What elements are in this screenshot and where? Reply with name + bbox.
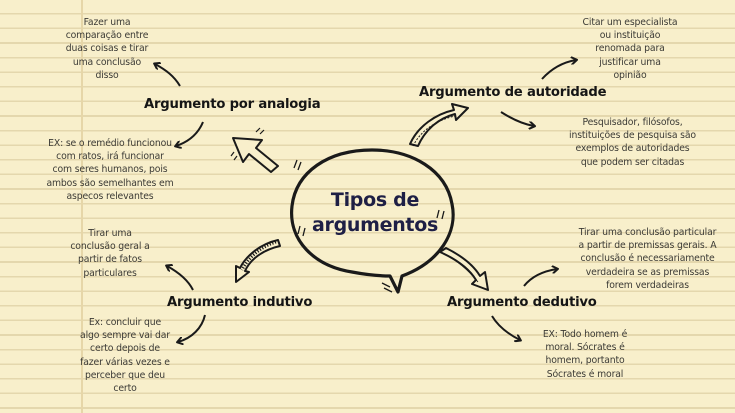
central-topic-line2: argumentos xyxy=(312,214,438,236)
arrow-to-autoridade-icon xyxy=(409,103,469,147)
indutivo-example: Ex: concluir que algo sempre vai dar cer… xyxy=(80,317,170,395)
arrow-dedutivo-example-icon xyxy=(491,315,520,340)
arrow-autoridade-definition-icon xyxy=(541,60,576,80)
heading-argumento-dedutivo: Argumento dedutivo xyxy=(447,295,597,310)
arrow-dedutivo-definition-icon xyxy=(523,269,557,287)
arrow-indutivo-definition-icon xyxy=(167,266,194,291)
arrow-indutivo-example-icon xyxy=(178,314,206,342)
indutivo-definition: Tirar uma conclusão geral a partir de fa… xyxy=(70,228,150,279)
autoridade-example: Pesquisador, filósofos, instituições de … xyxy=(569,117,696,168)
dedutivo-example: EX: Todo homem é moral. Sócrates é homem… xyxy=(542,329,628,380)
arrow-analogia-example-icon xyxy=(176,121,204,146)
arrow-to-indutivo-icon xyxy=(235,239,281,283)
arrow-to-analogia-icon xyxy=(230,127,279,173)
arrow-analogia-definition-icon xyxy=(155,64,181,87)
analogia-definition: Fazer uma comparação entre duas coisas e… xyxy=(65,17,149,81)
arrow-to-dedutivo-icon xyxy=(439,247,489,291)
analogia-example: EX: se o remédio funcionou com ratos, ir… xyxy=(46,138,174,202)
heading-argumento-analogia: Argumento por analogia xyxy=(144,97,321,112)
arrow-autoridade-example-icon xyxy=(500,111,534,126)
autoridade-definition: Citar um especialista ou instituição ren… xyxy=(582,17,678,81)
central-topic-line1: Tipos de xyxy=(330,189,420,211)
heading-argumento-indutivo: Argumento indutivo xyxy=(167,295,313,310)
heading-argumento-autoridade: Argumento de autoridade xyxy=(419,85,607,100)
dedutivo-definition: Tirar uma conclusão particular a partir … xyxy=(578,227,717,291)
speech-bubble-icon xyxy=(290,148,455,294)
central-topic: Tipos de argumentos xyxy=(300,188,450,238)
